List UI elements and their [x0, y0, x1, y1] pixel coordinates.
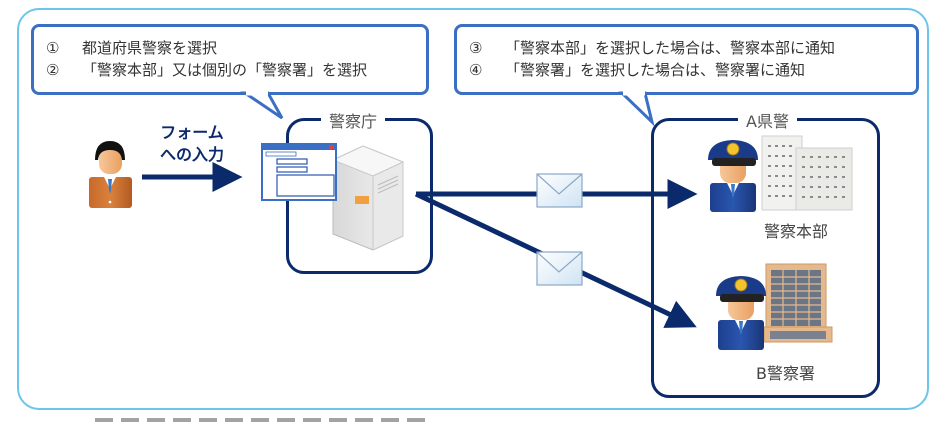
form-input-label-line1: フォーム	[160, 123, 224, 142]
callout-notify-steps: ③ 「警察本部」を選択した場合は、警察本部に通知 ④ 「警察署」を選択した場合は…	[454, 24, 919, 95]
step-number: ④	[469, 61, 483, 79]
callout-tail-left	[240, 91, 284, 120]
step-number: ①	[46, 39, 60, 57]
headquarters-label: 警察本部	[764, 222, 829, 241]
step-text: 「警察本部」又は個別の「警察署」を選択	[82, 61, 368, 79]
server-icon	[331, 145, 405, 251]
station-label: B警察署	[756, 364, 815, 383]
step-text: 都道府県警察を選択	[82, 39, 218, 57]
police-station-building-icon	[763, 263, 833, 343]
callout-step-2: ② 「警察本部」又は個別の「警察署」を選択	[46, 59, 426, 81]
npa-label: 警察庁	[321, 108, 386, 132]
envelope-icon	[536, 173, 583, 208]
office-building-icon	[761, 135, 853, 211]
callout-user-steps: ① 都道府県警察を選択 ② 「警察本部」又は個別の「警察署」を選択	[31, 24, 429, 95]
form-input-label: フォーム への入力	[160, 122, 224, 166]
callout-step-4: ④ 「警察署」を選択した場合は、警察署に通知	[469, 59, 916, 81]
form-window-icon	[261, 143, 337, 201]
step-text: 「警察署」を選択した場合は、警察署に通知	[505, 61, 806, 79]
prefecture-group: A県警	[651, 108, 880, 398]
diagram-frame	[17, 8, 929, 410]
clipped-footer-text	[95, 418, 425, 422]
prefecture-label: A県警	[738, 108, 797, 132]
step-number: ③	[469, 39, 483, 57]
police-officer-icon	[708, 140, 758, 212]
police-officer-icon	[716, 276, 766, 350]
step-text: 「警察本部」を選択した場合は、警察本部に通知	[505, 39, 836, 57]
step-number: ②	[46, 61, 60, 79]
form-input-label-line2: への入力	[160, 145, 225, 164]
person-icon	[89, 141, 132, 208]
envelope-icon	[536, 251, 583, 286]
callout-step-3: ③ 「警察本部」を選択した場合は、警察本部に通知	[469, 37, 916, 59]
callout-step-1: ① 都道府県警察を選択	[46, 37, 426, 59]
callout-tail-right	[618, 91, 655, 127]
